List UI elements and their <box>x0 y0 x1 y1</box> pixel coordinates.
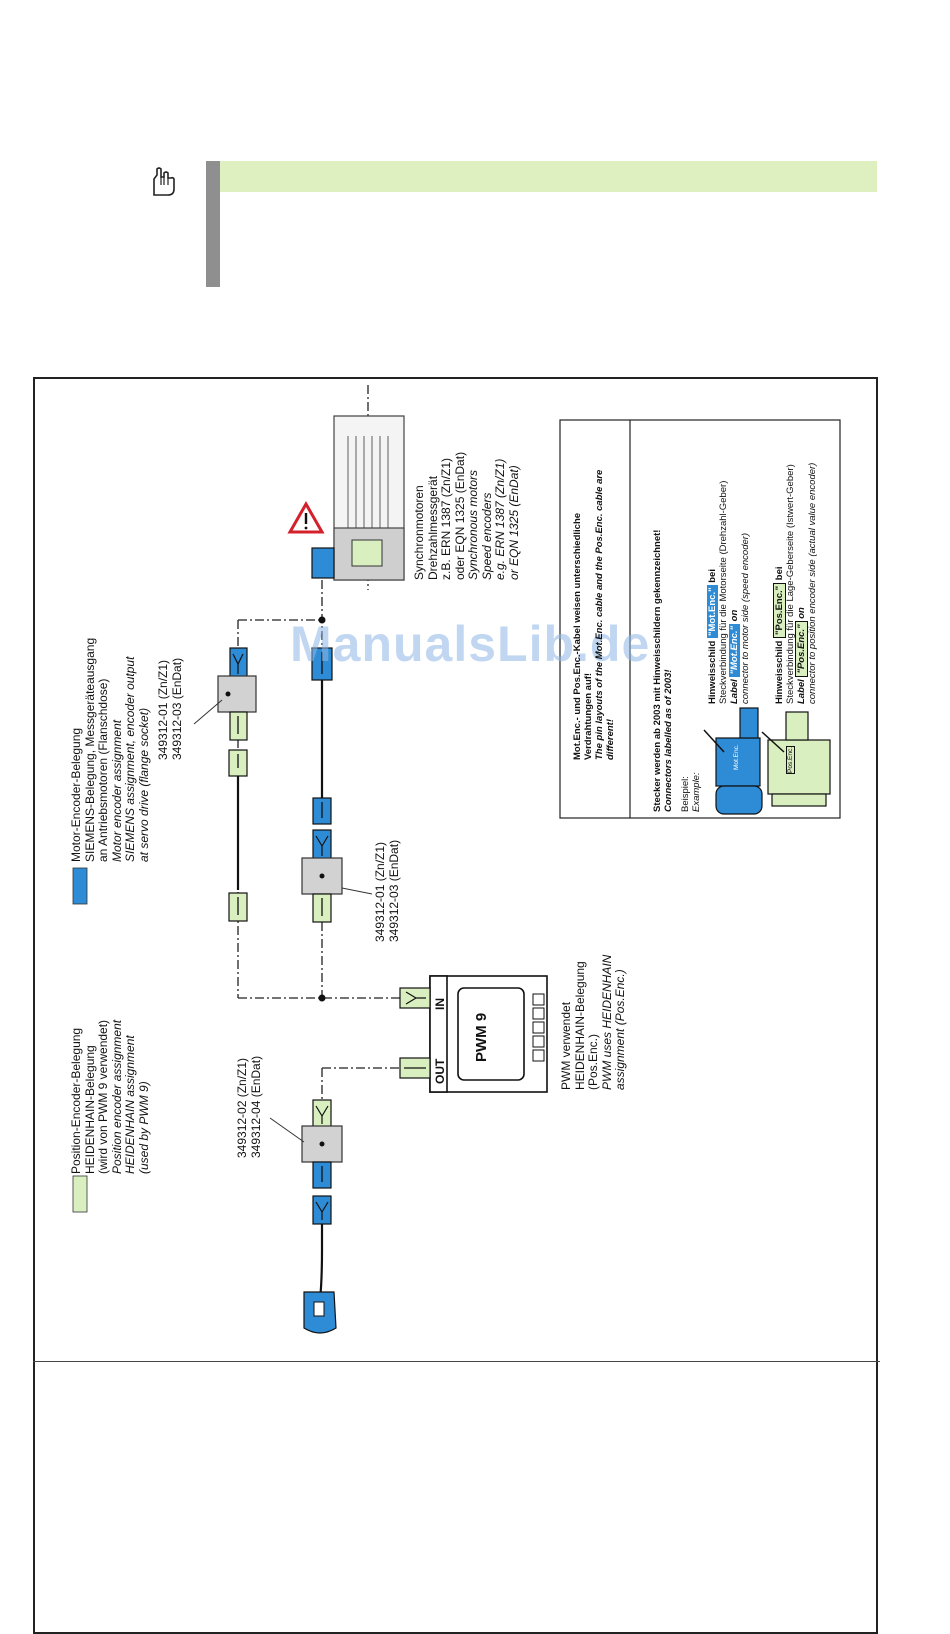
example-plug-motor <box>703 707 763 815</box>
mot-enc-tag-en: "Mot.Enc." <box>729 623 740 677</box>
legend-motor-swatch <box>72 867 88 905</box>
pwm-desc-line: PWM verwendet <box>559 1001 573 1090</box>
info-mot-enc: Hinweisschild "Mot.Enc." bei Steckverbin… <box>707 481 751 704</box>
info-heading: Stecker werden ab 2003 mit Hinweisschild… <box>652 530 674 812</box>
legend-position-line-en: (used by PWM 9) <box>136 1081 151 1174</box>
info-mot-desc-en: connector to motor side (speed encoder) <box>740 532 751 704</box>
watermark: ManualsLib.de <box>290 616 651 672</box>
info-example: Beispiel: Example: <box>680 772 702 812</box>
connector-left-lower <box>228 892 248 922</box>
info-warning-line-en: different! <box>605 719 616 760</box>
legend-position-line-en: HEIDENHAIN assignment <box>123 1035 137 1174</box>
junction-dot <box>318 616 326 624</box>
example-plug-position <box>761 711 831 807</box>
info-pos-desc-en: connector to position encoder side (actu… <box>807 462 818 704</box>
cable-part-number: 349312-04 (EnDat) <box>248 1055 263 1158</box>
pointing-hand-icon <box>150 165 178 199</box>
info-heading-line-en: Connectors labelled as of 2003! <box>663 669 674 812</box>
footer-rule <box>33 1361 880 1362</box>
info-hint-label: Hinweisschild <box>707 640 718 704</box>
info-heading-line: Stecker werden ab 2003 mit Hinweisschild… <box>652 529 663 812</box>
cable-part-number: 349312-03 (EnDat) <box>386 839 401 942</box>
info-bei: bei <box>774 566 785 581</box>
warning-triangle-icon <box>287 500 325 534</box>
motor-line: oder EQN 1325 (EnDat) <box>452 451 467 580</box>
legend-motor-line: an Antriebsmotoren (Flanschdose) <box>96 678 110 862</box>
pwm-desc-line-en: assignment (Pos.Enc.) <box>613 969 627 1090</box>
adapter-lower-left <box>269 1099 343 1225</box>
motor-line-en: or EQN 1325 (EnDat) <box>506 465 521 580</box>
legend-motor-line: Motor-Encoder-Belegung <box>69 727 83 862</box>
motor-line-en: e.g. ERN 1387 (Zn/Z1) <box>493 458 507 580</box>
legend-motor-line-en: SIEMENS assignment, encoder output <box>123 656 137 862</box>
info-hint-label: Hinweisschild <box>774 640 785 704</box>
info-on-word: on <box>729 609 740 622</box>
legend-position-line: HEIDENHAIN-Belegung <box>82 1045 97 1174</box>
end-plug-blue <box>303 1291 337 1334</box>
info-warning-text: Mot.Enc.- und Pos.Enc.-Kabel weisen unte… <box>572 470 616 760</box>
legend-position-text: Position-Encoder-Belegung HEIDENHAIN-Bel… <box>69 1019 151 1174</box>
pwm-in-label: IN <box>433 998 447 1010</box>
info-pos-enc: Hinweisschild "Pos.Enc." bei Steckverbin… <box>773 462 818 704</box>
note-banner <box>220 161 877 192</box>
info-on-word: on <box>796 607 807 619</box>
plug-pos-enc-tag: Pos.Enc. <box>786 745 795 774</box>
mot-enc-tag: "Mot.Enc." <box>707 585 718 638</box>
motor-line-en: Speed encoders <box>479 492 494 580</box>
motor-description: Synchronmotoren Drehzahlmessgerät z.B. E… <box>412 451 521 580</box>
legend-motor-line-en: at servo drive (flange socket) <box>136 707 151 862</box>
info-example-label: Beispiel: <box>680 776 691 812</box>
motor-line: z.B. ERN 1387 (Zn/Z1) <box>439 457 453 580</box>
info-bei: bei <box>707 569 718 583</box>
adapter-top <box>193 647 257 777</box>
cable-label-middle: 349312-01 (Zn/Z1) 349312-03 (EnDat) <box>373 839 401 942</box>
info-label-word: Label <box>729 679 740 704</box>
info-warning-line-en: The pin layouts of the Mot.Enc. cable an… <box>594 469 605 760</box>
legend-motor-line: SIEMENS-Belegung, Messgeräteausgang <box>82 637 97 862</box>
pwm-desc-line: (Pos.Enc.) <box>586 1033 600 1090</box>
legend-motor-text: Motor-Encoder-Belegung SIEMENS-Belegung,… <box>69 637 151 862</box>
legend-position-line-en: Position encoder assignment <box>109 1019 124 1174</box>
legend-position-swatch <box>72 1175 88 1213</box>
info-warning-line: Mot.Enc.- und Pos.Enc.-Kabel weisen unte… <box>572 512 583 760</box>
pwm-description: PWM verwendet HEIDENHAIN-Belegung (Pos.E… <box>559 954 628 1090</box>
pwm-out-label: OUT <box>433 1058 447 1084</box>
pwm-title: PWM 9 <box>473 1012 490 1062</box>
pwm-desc-line: HEIDENHAIN-Belegung <box>572 961 587 1090</box>
pwm9-unit <box>399 975 548 1093</box>
adapter-middle <box>301 797 373 998</box>
cable-label-left: 349312-02 (Zn/Z1) 349312-04 (EnDat) <box>235 1055 263 1158</box>
motor-line: Drehzahlmessgerät <box>425 475 440 580</box>
legend-position-line: (wird von PWM 9 verwendet) <box>96 1019 110 1174</box>
cable-part-number: 349312-01 (Zn/Z1) <box>373 841 387 942</box>
cable-label-top: 349312-01 (Zn/Z1) 349312-03 (EnDat) <box>156 657 184 760</box>
wiring-diagram <box>72 385 841 1334</box>
pwm-desc-line-en: PWM uses HEIDENHAIN <box>599 954 614 1090</box>
note-side-bar <box>206 161 220 287</box>
motor-line-en: Synchronous motors <box>466 469 480 580</box>
cable-part-number: 349312-03 (EnDat) <box>169 657 184 760</box>
motor-line: Synchronmotoren <box>412 485 426 580</box>
info-example-label-en: Example: <box>691 772 702 812</box>
plug-mot-enc-tag: Mot.Enc. <box>733 744 740 770</box>
cable-part-number: 349312-01 (Zn/Z1) <box>156 659 170 760</box>
legend-motor-line-en: Motor encoder assignment <box>109 719 124 862</box>
legend-position-line: Position-Encoder-Belegung <box>69 1027 83 1174</box>
connector-motor-side <box>311 647 333 681</box>
synchronous-motor <box>311 415 405 581</box>
info-mot-desc: Steckverbindung für die Motorseite (Dreh… <box>718 480 729 704</box>
info-label-word: Label <box>796 679 807 704</box>
cable-part-number: 349312-02 (Zn/Z1) <box>235 1057 249 1158</box>
info-warning-line: Verdrahtungen auf! <box>583 672 594 760</box>
